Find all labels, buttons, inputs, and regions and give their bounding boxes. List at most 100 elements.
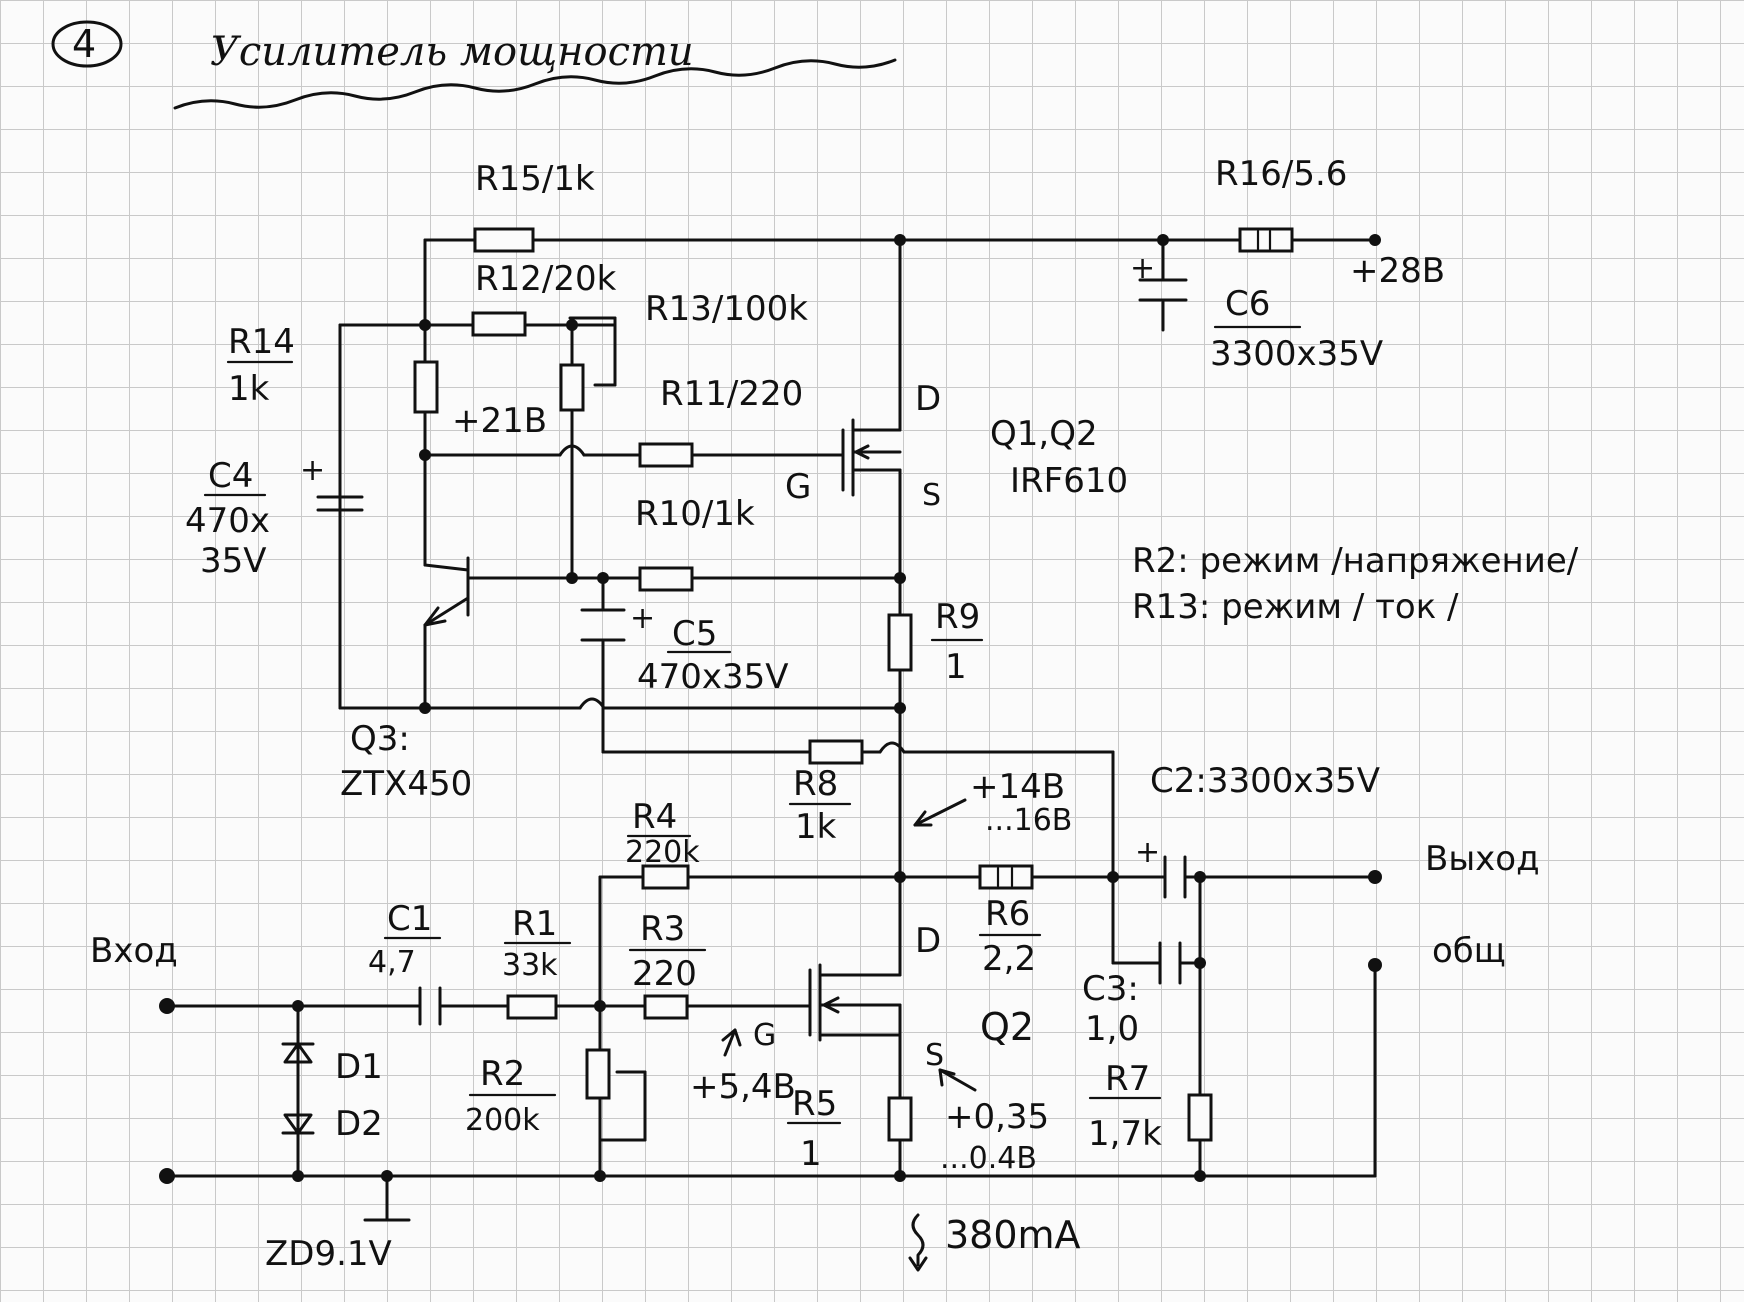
label-v035: +0,35 [945, 1097, 1049, 1137]
resistor-r1 [506, 994, 558, 1020]
label-r16: R16/5.6 [1215, 154, 1347, 194]
diode-d1 [281, 1042, 315, 1064]
resistor-r9 [887, 613, 913, 672]
bjt-q3 [423, 556, 470, 627]
resistor-r10 [638, 566, 694, 592]
resistor-r5 [887, 1096, 913, 1142]
label-r11: R11/220 [660, 374, 803, 414]
label-c1-name: C1 [387, 899, 432, 939]
label-r9-value: 1 [945, 647, 967, 687]
resistors [413, 227, 1294, 1142]
resistor-r4 [641, 864, 690, 890]
label-c5-name: C5 [672, 614, 717, 654]
label-r7-value: 1,7k [1088, 1114, 1162, 1154]
label-d1: D1 [335, 1047, 383, 1087]
label-d2: D2 [335, 1104, 383, 1144]
svg-text:+: + [630, 601, 655, 636]
label-r10: R10/1k [635, 494, 755, 534]
label-r4-name: R4 [632, 797, 677, 837]
label-q3-type: ZTX450 [340, 764, 472, 804]
label-c4-value-1: 470x [185, 501, 270, 541]
capacitor-c3 [1158, 941, 1182, 985]
label-c6-name: C6 [1225, 284, 1270, 324]
label-common: общ [1432, 931, 1506, 971]
resistor-r14 [413, 360, 439, 414]
label-c6-value: 3300x35V [1210, 334, 1383, 374]
resistor-r15 [473, 227, 535, 253]
component-labels: R15/1k R16/5.6 +28B C6 3300x35V R12/20k … [90, 154, 1579, 1274]
capacitor-c4 [316, 488, 364, 512]
label-v21: +21B [452, 401, 547, 441]
svg-text:+: + [1135, 835, 1160, 870]
label-r8-name: R8 [793, 764, 838, 804]
resistor-r6 [978, 864, 1034, 890]
capacitor-c5 [580, 608, 626, 642]
label-supply: +28B [1350, 251, 1445, 291]
label-r2-value: 200k [465, 1103, 540, 1138]
label-s-bottom: S [925, 1038, 944, 1073]
note-r2-mode: R2: режим /напряжение/ [1132, 541, 1579, 581]
label-d-top: D [915, 379, 941, 419]
label-r5-name: R5 [792, 1084, 837, 1124]
capacitor-c1 [418, 986, 442, 1026]
label-q2: Q2 [980, 1005, 1034, 1049]
label-r3-name: R3 [640, 909, 685, 949]
label-r3-value: 220 [632, 954, 697, 994]
resistor-r8 [808, 739, 864, 765]
label-q3-name: Q3: [350, 719, 410, 759]
label-current: 380mA [945, 1213, 1081, 1257]
label-r5-value: 1 [800, 1134, 822, 1174]
note-r13-mode: R13: режим / ток / [1132, 587, 1459, 627]
sheet-number-badge: 4 [51, 20, 123, 68]
label-c2: C2:3300x35V [1150, 761, 1380, 801]
label-d-bottom: D [915, 921, 941, 961]
label-zener: ZD9.1V [265, 1234, 392, 1274]
resistor-r7 [1187, 1093, 1213, 1142]
annotation-arrows [721, 798, 977, 1092]
label-q12-name: Q1,Q2 [990, 414, 1098, 454]
label-r4-value: 220k [625, 835, 700, 870]
label-v5-4: +5,4B [690, 1067, 796, 1107]
mosfet-q2 [808, 958, 902, 1042]
mosfet-q1 [841, 418, 902, 497]
label-q12-type: IRF610 [1010, 461, 1128, 501]
label-r12: R12/20k [475, 259, 617, 299]
label-r1-name: R1 [512, 904, 557, 944]
label-v14: +14B [970, 767, 1065, 807]
svg-text:+: + [300, 453, 325, 488]
label-r1-value: 33k [502, 948, 558, 983]
capacitor-c6 [1138, 278, 1188, 302]
label-r14-value: 1k [228, 369, 270, 409]
label-v04: ...0.4B [940, 1141, 1037, 1176]
label-r6-name: R6 [985, 894, 1030, 934]
label-r7-name: R7 [1105, 1059, 1150, 1099]
label-s-top: S [922, 478, 941, 513]
junction-dots [159, 234, 1382, 1184]
resistor-r12 [471, 311, 527, 337]
label-g-bottom: G [753, 1018, 776, 1053]
resistor-r13 [559, 363, 585, 412]
resistor-r11 [638, 442, 694, 468]
resistor-r2 [585, 1048, 611, 1100]
label-r15: R15/1k [475, 159, 595, 199]
label-input: Вход [90, 931, 178, 971]
label-r9-name: R9 [935, 597, 980, 637]
svg-text:+: + [1130, 251, 1155, 286]
label-c5-value: 470x35V [637, 657, 789, 697]
capacitor-c2 [1163, 855, 1187, 899]
label-r2-name: R2 [480, 1054, 525, 1094]
label-output: Выход [1425, 839, 1540, 879]
capacitors: + + + + [300, 251, 1188, 1026]
sheet-number: 4 [72, 22, 96, 66]
label-r6-value: 2,2 [982, 939, 1036, 979]
label-g-top: G [785, 467, 811, 507]
label-c3-name: C3: [1082, 969, 1139, 1009]
label-v16: ...16B [985, 803, 1072, 838]
resistor-r3 [643, 994, 689, 1020]
label-r8-value: 1k [795, 807, 837, 847]
label-c3-value: 1,0 [1085, 1009, 1139, 1049]
label-r14-name: R14 [228, 322, 295, 362]
label-c4-name: C4 [208, 456, 253, 496]
diode-d2 [281, 1113, 315, 1135]
